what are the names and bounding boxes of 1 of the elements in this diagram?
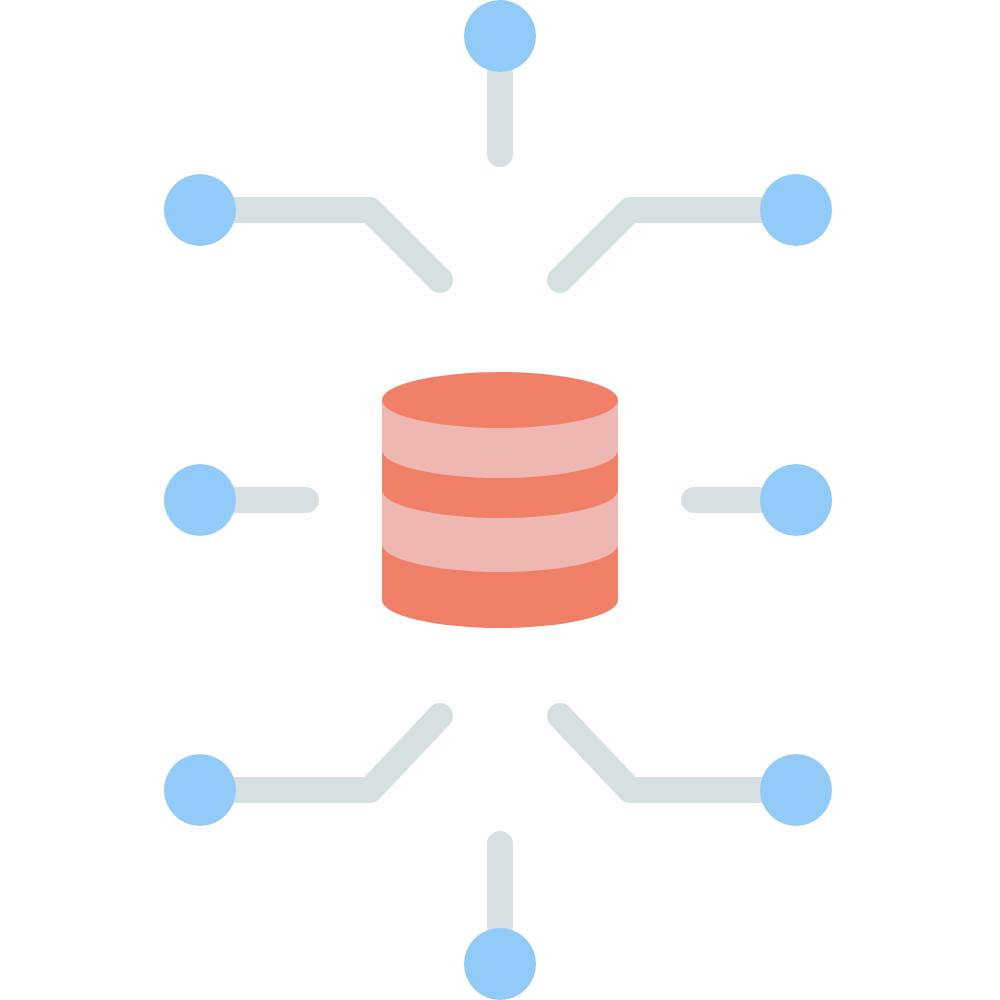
database-icon	[382, 370, 618, 630]
